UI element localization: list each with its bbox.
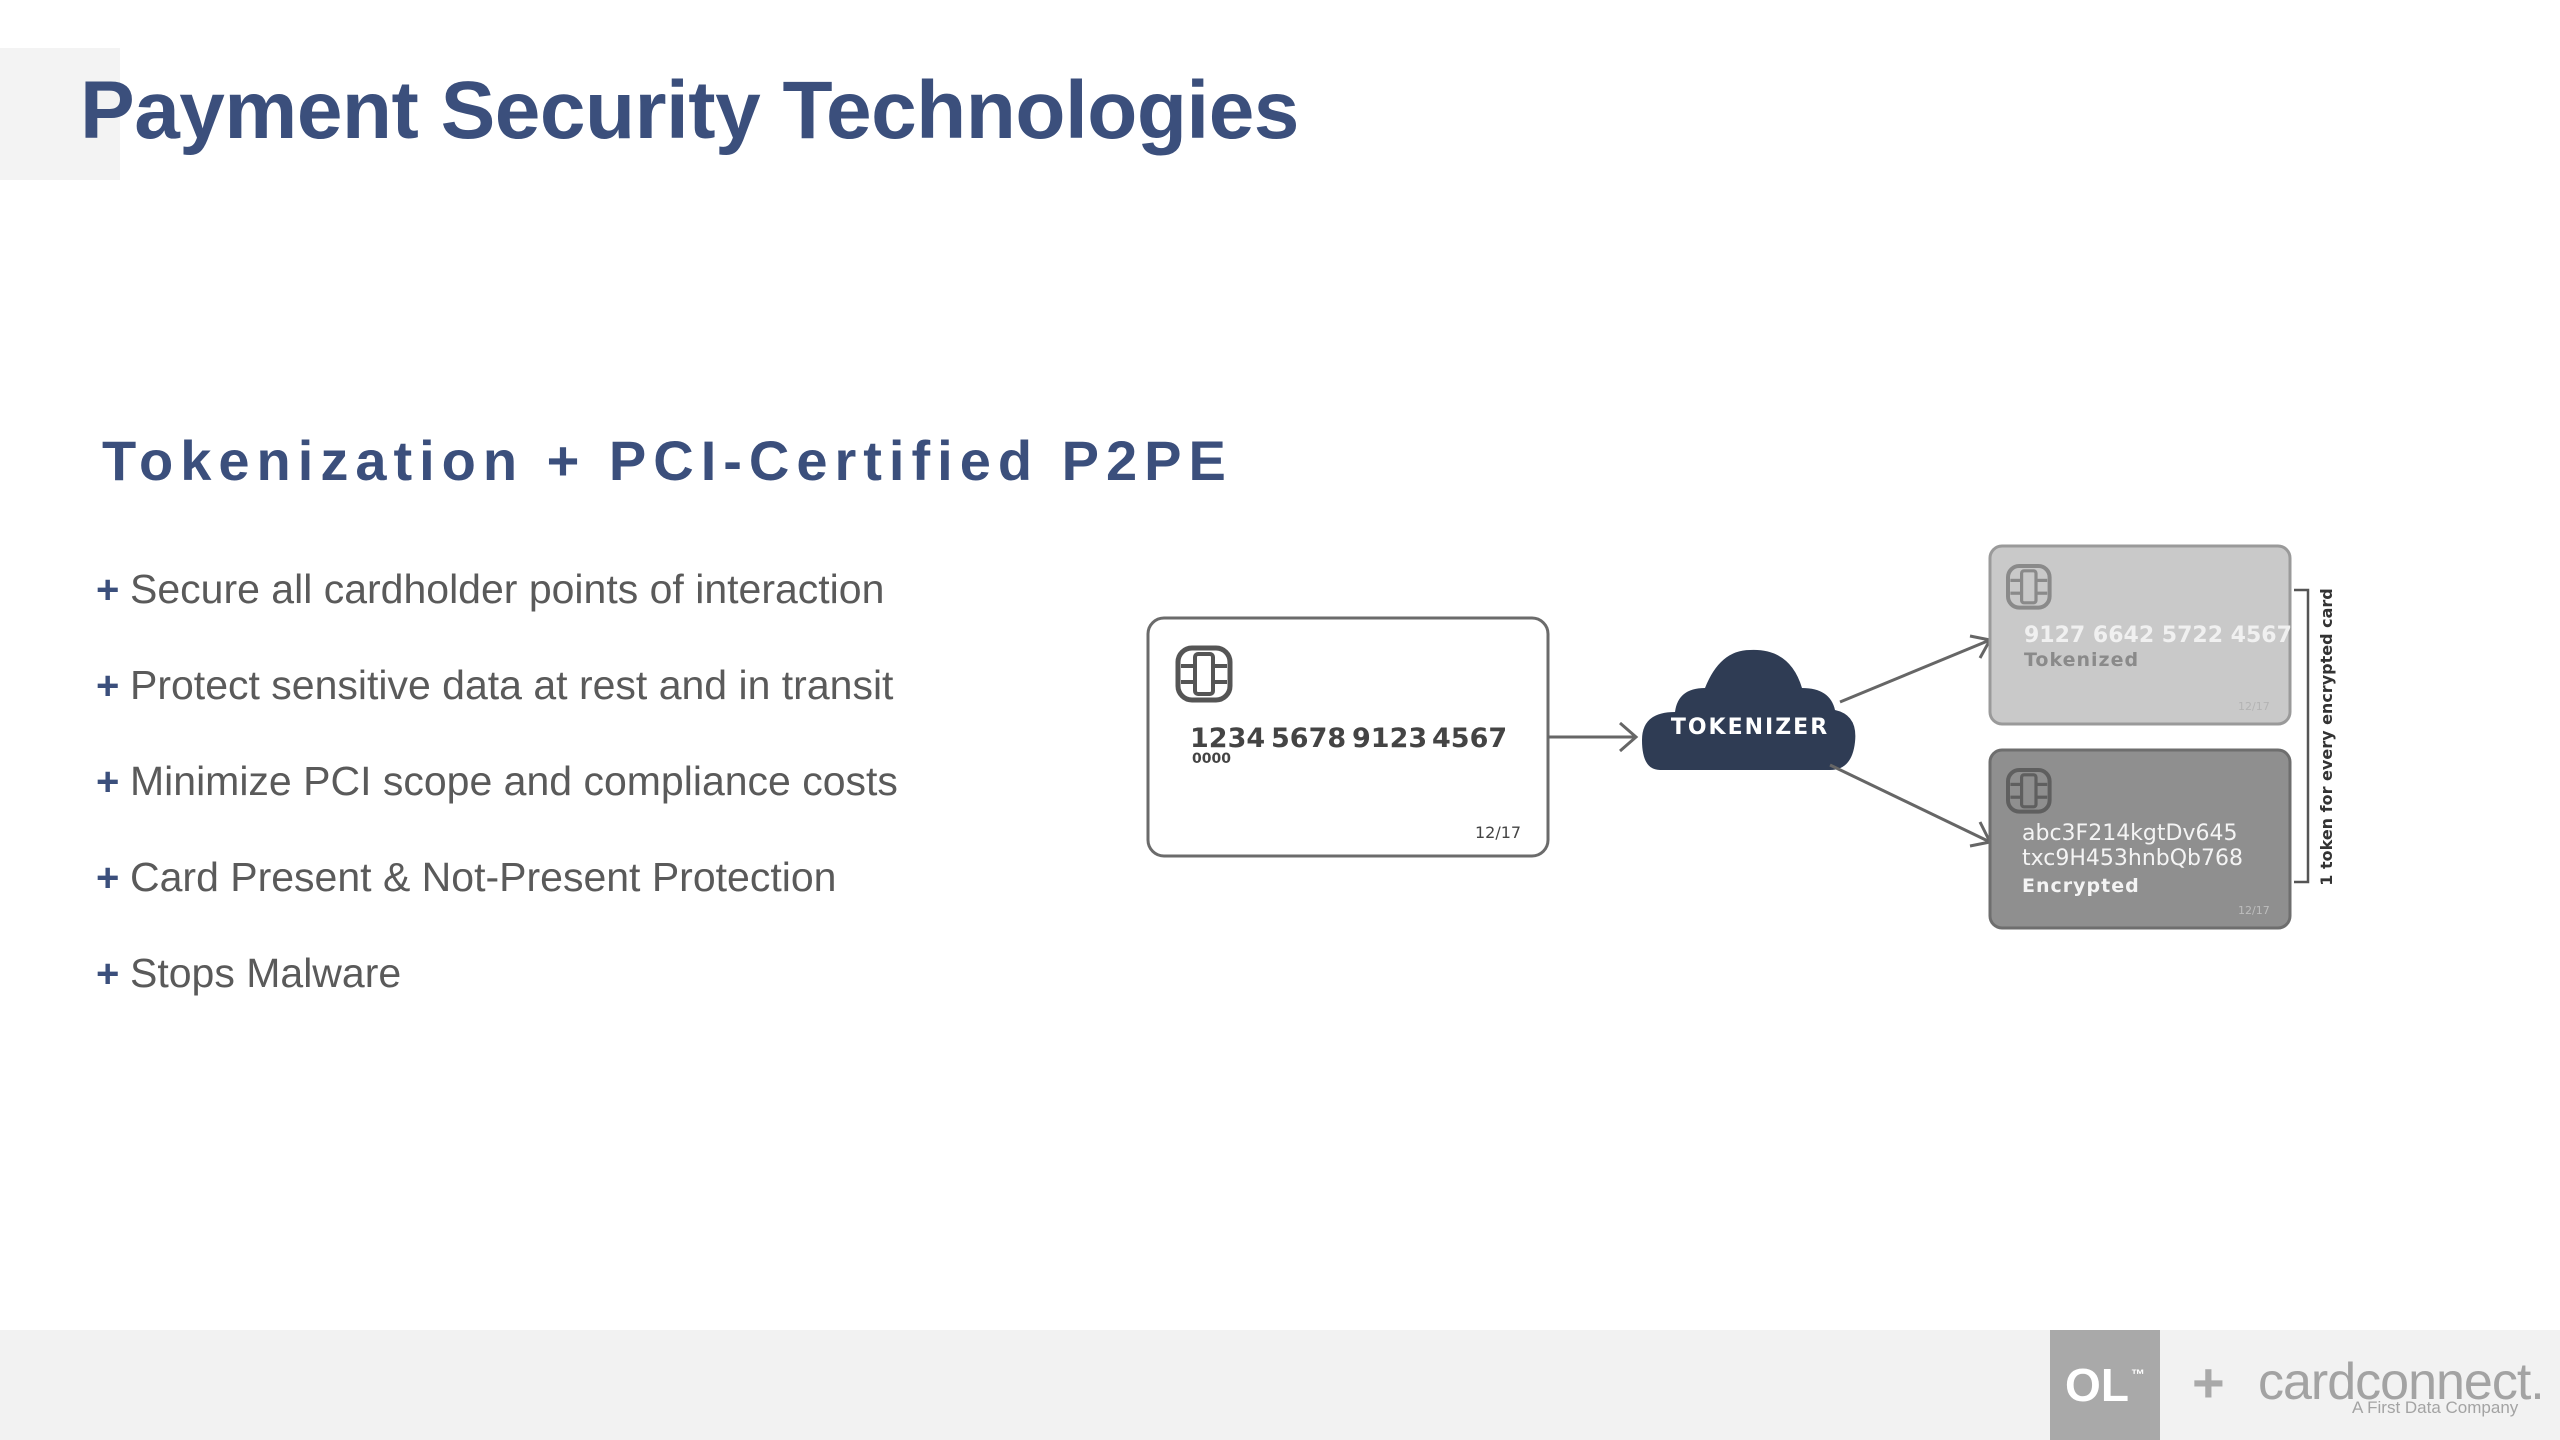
arrow-to-tokenizer bbox=[1548, 721, 1639, 753]
encrypted-card-label: Encrypted bbox=[2022, 875, 2140, 897]
list-item-text: Secure all cardholder points of interact… bbox=[130, 566, 885, 612]
encrypted-card-expiry: 12/17 bbox=[2238, 904, 2270, 917]
list-item: +Stops Malware bbox=[96, 950, 898, 1046]
bracket bbox=[2294, 588, 2310, 884]
tokenized-card-number: 9127 6642 5722 4567 bbox=[2024, 623, 2292, 648]
card-number: 1234 5678 9123 4567 bbox=[1190, 723, 1507, 754]
benefit-list: +Secure all cardholder points of interac… bbox=[96, 566, 898, 1046]
bracket-note: 1 token for every encrypted card bbox=[2317, 588, 2336, 885]
list-item-text: Stops Malware bbox=[130, 950, 402, 996]
list-item: +Protect sensitive data at rest and in t… bbox=[96, 662, 898, 758]
encrypted-card-line1: abc3F214kgtDv645 bbox=[2022, 821, 2237, 846]
plus-icon: + bbox=[96, 952, 120, 996]
svg-text:9123: 9123 bbox=[1352, 723, 1427, 754]
encrypted-card: abc3F214kgtDv645 txc9H453hnbQb768 Encryp… bbox=[1988, 748, 2292, 930]
svg-text:5678: 5678 bbox=[1271, 723, 1346, 754]
section-subtitle: Tokenization + PCI-Certified P2PE bbox=[102, 429, 1233, 492]
list-item: +Card Present & Not-Present Protection bbox=[96, 854, 898, 950]
tokenizer-cloud: TOKENIZER bbox=[1642, 649, 1856, 770]
list-item: +Secure all cardholder points of interac… bbox=[96, 566, 898, 662]
cardconnect-tagline: A First Data Company bbox=[2352, 1398, 2519, 1417]
svg-text:1234: 1234 bbox=[1190, 723, 1265, 754]
plus-icon: + bbox=[2192, 1351, 2225, 1414]
plus-icon: + bbox=[96, 856, 120, 900]
list-item-text: Minimize PCI scope and compliance costs bbox=[130, 758, 898, 804]
card-small-digits: 0000 bbox=[1192, 751, 1231, 767]
title-accent-box bbox=[0, 48, 120, 180]
tokenized-card: 9127 6642 5722 4567 Tokenized 12/17 bbox=[1988, 544, 2292, 726]
tokenized-card-expiry: 12/17 bbox=[2238, 700, 2270, 713]
list-item: +Minimize PCI scope and compliance costs bbox=[96, 758, 898, 854]
card-expiry: 12/17 bbox=[1475, 823, 1521, 842]
plus-icon: + bbox=[96, 568, 120, 612]
credit-card: 1234 5678 9123 4567 0000 12/17 bbox=[1146, 616, 1550, 858]
arrow-to-tokenized bbox=[1839, 634, 1993, 704]
list-item-text: Protect sensitive data at rest and in tr… bbox=[130, 662, 894, 708]
tokenizer-label: TOKENIZER bbox=[1671, 715, 1829, 740]
tokenization-diagram: 1234 5678 9123 4567 0000 12/17 TOKENIZER… bbox=[1146, 544, 2336, 930]
encrypted-card-line2: txc9H453hnbQb768 bbox=[2022, 846, 2243, 871]
plus-icon: + bbox=[96, 760, 120, 804]
list-item-text: Card Present & Not-Present Protection bbox=[130, 854, 837, 900]
svg-text:4567: 4567 bbox=[1432, 723, 1507, 754]
tokenized-card-label: Tokenized bbox=[2024, 649, 2139, 671]
page-title: Payment Security Technologies bbox=[80, 65, 1299, 156]
arrow-to-encrypted bbox=[1829, 763, 1993, 848]
plus-icon: + bbox=[96, 664, 120, 708]
cardconnect-logo: cardconnect. bbox=[2258, 1353, 2545, 1411]
